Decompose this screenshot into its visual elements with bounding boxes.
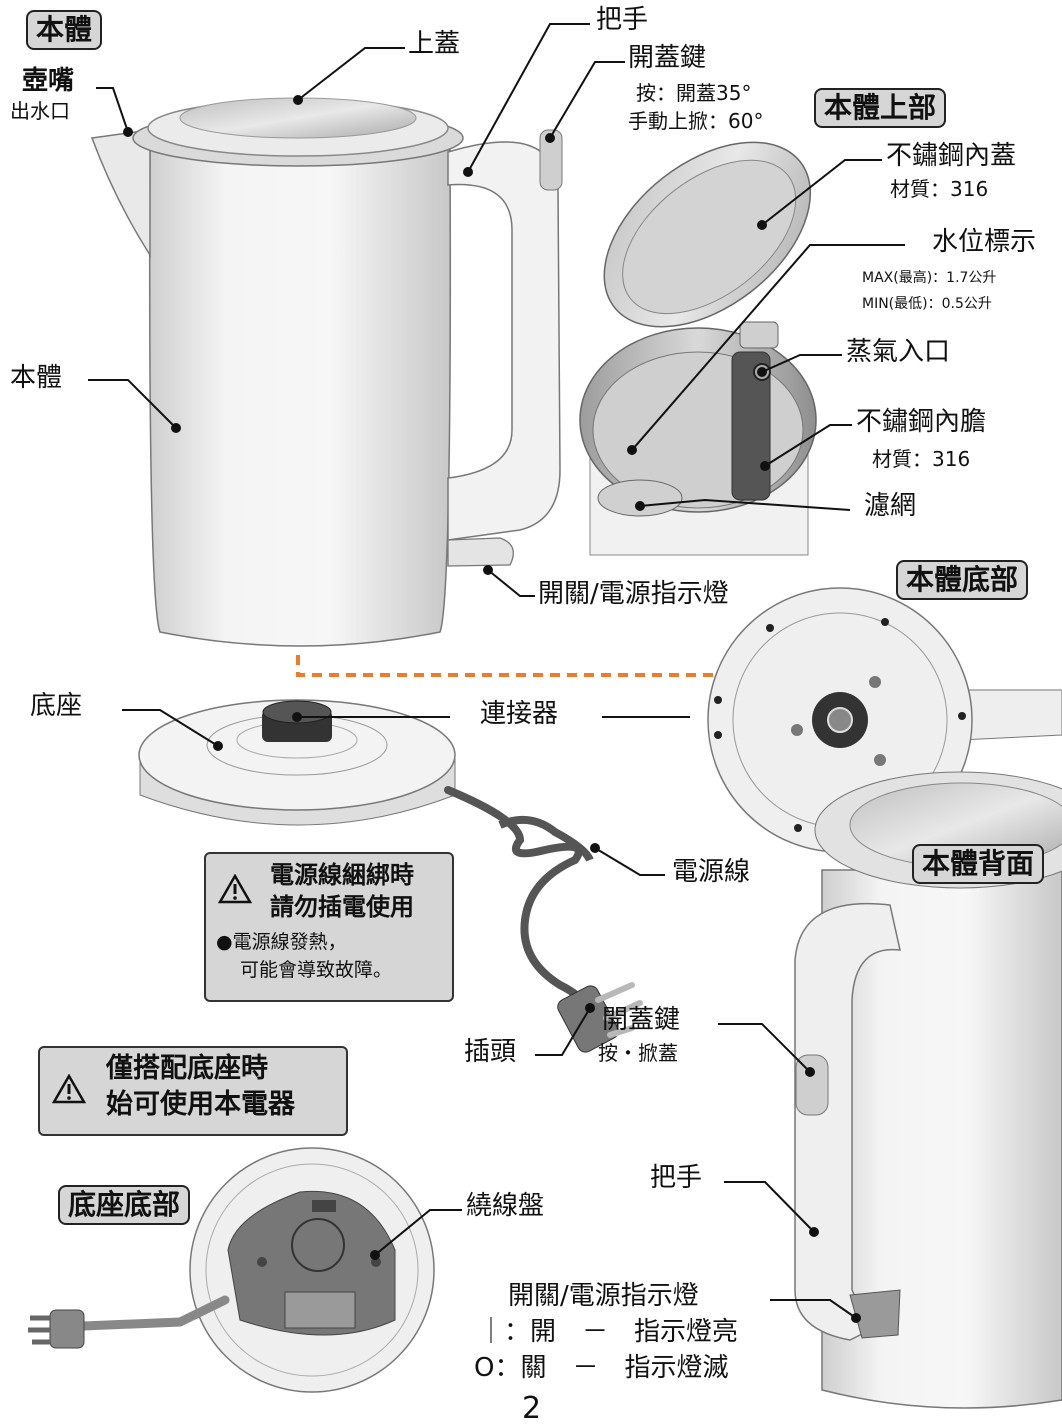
label-inner-lid-material: 材質：316 <box>890 177 989 201</box>
label-inner-lid: 不鏽鋼內蓋 <box>886 141 1017 171</box>
tag-body-back: 本體背面 <box>912 844 1045 885</box>
label-lid-button: 開蓋鍵 <box>628 43 707 73</box>
warning-base-line1: 僅搭配底座時 <box>106 1053 268 1084</box>
warning-base-line2: 始可使用本電器 <box>106 1089 295 1120</box>
label-back-handle: 把手 <box>650 1163 703 1193</box>
label-steam-inlet: 蒸氣入口 <box>846 337 951 367</box>
warning-triangle-icon <box>218 874 252 904</box>
tag-base-bottom: 底座底部 <box>58 1185 191 1226</box>
top-view <box>579 141 817 556</box>
main-kettle <box>90 95 563 647</box>
label-water-level: 水位標示 <box>932 227 1037 257</box>
label-water-min: MIN(最低)：0.5公升 <box>862 296 992 312</box>
page-number: 2 <box>522 1391 542 1426</box>
warning-cord-box: 電源線綑綁時 請勿插電使用 ●電源線發熱， 可能會導致故障。 <box>204 852 454 1002</box>
label-back-switch: 開關/電源指示燈 <box>508 1281 699 1311</box>
label-inner-pot: 不鏽鋼內膽 <box>856 407 987 437</box>
leader-lines-back <box>718 1023 857 1319</box>
tag-body-top: 本體上部 <box>814 88 947 129</box>
label-plug: 插頭 <box>464 1037 517 1067</box>
back-view <box>794 771 1062 1409</box>
warning-cord-note1: ●電源線發熱， <box>216 931 347 953</box>
leader-lines-top <box>631 159 905 511</box>
warning-cord-line2: 請勿插電使用 <box>270 893 414 921</box>
leader-lines-main <box>88 23 625 597</box>
label-switch-off: O：關 － 指示燈滅 <box>474 1353 729 1383</box>
label-spout: 壺嘴 <box>22 66 75 96</box>
warning-base-box: 僅搭配底座時 始可使用本電器 <box>38 1046 348 1136</box>
tag-body-bottom: 本體底部 <box>896 560 1029 601</box>
warning-triangle-icon <box>52 1074 86 1104</box>
label-water-max: MAX(最高)：1.7公升 <box>862 270 997 286</box>
label-spout-sub: 出水口 <box>10 99 70 123</box>
label-lid-button-note2: 手動上掀：60° <box>628 109 764 133</box>
label-lid: 上蓋 <box>408 29 461 59</box>
label-cord-reel: 繞線盤 <box>466 1191 545 1221</box>
label-lid-button-note1: 按：開蓋35° <box>636 81 752 105</box>
tag-body: 本體 <box>26 10 103 51</box>
label-connector: 連接器 <box>480 699 559 729</box>
label-switch-on: ｜：開 － 指示燈亮 <box>478 1317 739 1347</box>
leader-lines-base <box>122 709 690 1056</box>
warning-cord-note2: 可能會導致故障。 <box>240 959 393 981</box>
label-base: 底座 <box>30 691 83 721</box>
label-handle: 把手 <box>596 5 649 35</box>
base-bottom-view <box>28 1147 435 1393</box>
label-back-lid-button: 開蓋鍵 <box>602 1005 681 1035</box>
label-body: 本體 <box>10 363 63 393</box>
label-switch: 開關/電源指示燈 <box>538 579 729 609</box>
warning-cord-line1: 電源線綑綁時 <box>270 861 414 889</box>
label-cord: 電源線 <box>672 857 751 887</box>
label-inner-pot-material: 材質：316 <box>872 447 971 471</box>
label-filter: 濾網 <box>864 491 917 521</box>
label-back-lid-button-note: 按・掀蓋 <box>598 1041 678 1065</box>
